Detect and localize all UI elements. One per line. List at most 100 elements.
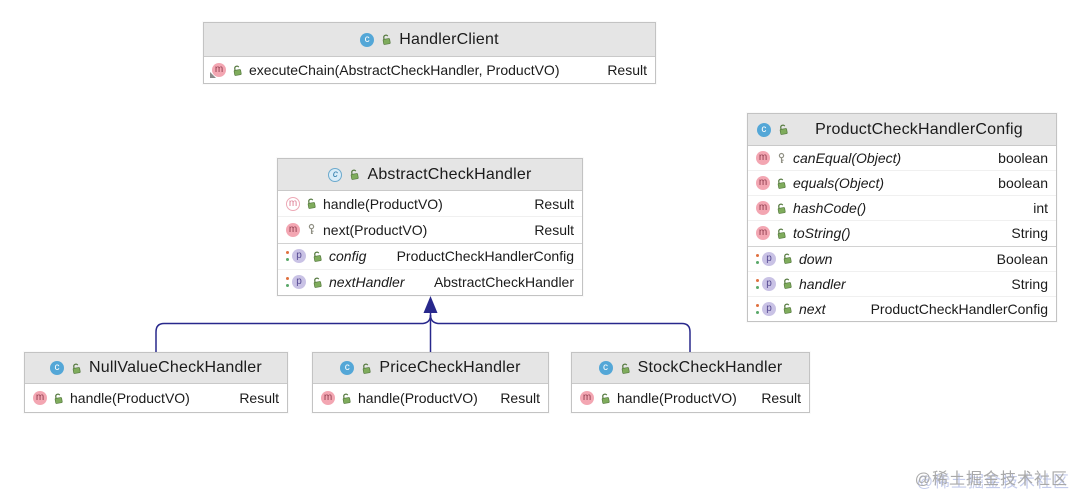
member-signature: down xyxy=(799,250,833,267)
property-icon xyxy=(756,301,776,316)
member-signature: handle(ProductVO) xyxy=(323,195,443,212)
member-row[interactable]: executeChain(AbstractCheckHandler, Produ… xyxy=(204,57,655,83)
member-signature: config xyxy=(329,248,367,265)
member-signature: handler xyxy=(799,275,846,292)
member-type: String xyxy=(1011,225,1048,242)
public-lock-icon xyxy=(621,363,630,374)
member-signature: handle(ProductVO) xyxy=(617,390,737,406)
member-row[interactable]: hashCode() int xyxy=(748,195,1056,221)
public-lock-icon xyxy=(313,251,322,262)
member-type: Result xyxy=(607,62,647,78)
method-icon xyxy=(756,151,770,166)
member-type: boolean xyxy=(998,175,1048,192)
member-signature: next(ProductVO) xyxy=(323,221,428,238)
public-lock-icon xyxy=(313,277,322,288)
inheritance-arrowhead xyxy=(423,296,438,313)
member-row[interactable]: handle(ProductVO) Result xyxy=(278,191,582,217)
public-lock-icon xyxy=(382,34,391,45)
member-row[interactable]: nextHandler AbstractCheckHandler xyxy=(278,268,582,295)
class-header[interactable]: PriceCheckHandler xyxy=(313,353,548,384)
class-header[interactable]: AbstractCheckHandler xyxy=(278,159,582,191)
member-type: boolean xyxy=(998,150,1048,167)
member-signature: toString() xyxy=(793,225,851,242)
member-type: String xyxy=(1011,275,1048,292)
member-row[interactable]: toString() String xyxy=(748,220,1056,246)
class-header[interactable]: NullValueCheckHandler xyxy=(25,353,287,384)
class-icon xyxy=(598,361,613,375)
class-icon xyxy=(340,361,355,375)
member-row[interactable]: down Boolean xyxy=(748,245,1056,271)
member-signature: next xyxy=(799,300,826,317)
member-type: int xyxy=(1033,200,1048,217)
public-lock-icon xyxy=(783,304,792,315)
protected-key-icon xyxy=(308,224,315,235)
member-type: Boolean xyxy=(996,250,1048,267)
member-row[interactable]: canEqual(Object) boolean xyxy=(748,146,1056,171)
method-icon xyxy=(210,63,226,78)
class-box-stockcheckhandler[interactable]: StockCheckHandler handle(ProductVO) Resu… xyxy=(571,352,810,413)
public-lock-icon xyxy=(363,363,371,374)
public-lock-icon xyxy=(54,393,63,404)
member-type: Result xyxy=(761,390,801,406)
class-title: StockCheckHandler xyxy=(637,359,783,376)
class-box-abstractcheckhandler[interactable]: AbstractCheckHandler handle(ProductVO) R… xyxy=(277,158,583,296)
property-icon xyxy=(756,276,776,291)
member-type: ProductCheckHandlerConfig xyxy=(870,300,1048,317)
class-title: ProductCheckHandlerConfig xyxy=(815,120,1023,138)
class-title: HandlerClient xyxy=(399,30,499,48)
public-lock-icon xyxy=(351,169,360,180)
method-icon xyxy=(580,391,594,405)
property-icon xyxy=(286,249,306,264)
member-signature: canEqual(Object) xyxy=(793,150,902,167)
class-box-nullvaluecheckhandler[interactable]: NullValueCheckHandler handle(ProductVO) … xyxy=(24,352,288,413)
class-box-handlerclient[interactable]: HandlerClient executeChain(AbstractCheck… xyxy=(203,22,656,84)
class-title: AbstractCheckHandler xyxy=(367,165,532,183)
member-signature: equals(Object) xyxy=(793,175,885,192)
member-signature: handle(ProductVO) xyxy=(358,390,478,406)
member-row[interactable]: config ProductCheckHandlerConfig xyxy=(278,242,582,269)
public-lock-icon xyxy=(783,278,792,290)
class-icon xyxy=(50,361,65,375)
member-type: Result xyxy=(534,221,574,238)
class-box-pricecheckhandler[interactable]: PriceCheckHandler handle(ProductVO) Resu… xyxy=(312,352,549,413)
class-header[interactable]: ProductCheckHandlerConfig xyxy=(748,114,1056,146)
method-icon xyxy=(286,222,300,237)
public-lock-icon xyxy=(233,65,242,76)
method-icon xyxy=(33,391,47,405)
member-row[interactable]: handle(ProductVO) Result xyxy=(572,384,809,412)
edge-stock-to-abstract xyxy=(429,314,691,352)
class-header[interactable]: StockCheckHandler xyxy=(572,353,809,384)
member-signature: nextHandler xyxy=(329,274,405,291)
member-row[interactable]: next ProductCheckHandlerConfig xyxy=(748,295,1056,321)
member-type: ProductCheckHandlerConfig xyxy=(396,248,574,265)
class-box-productcheckhandlerconfig[interactable]: ProductCheckHandlerConfig canEqual(Objec… xyxy=(747,113,1057,322)
member-row[interactable]: next(ProductVO) Result xyxy=(278,216,582,243)
member-row[interactable]: handle(ProductVO) Result xyxy=(313,384,548,412)
public-lock-icon xyxy=(783,253,792,264)
class-icon xyxy=(360,32,375,47)
member-signature: handle(ProductVO) xyxy=(70,390,190,406)
member-signature: executeChain(AbstractCheckHandler, Produ… xyxy=(249,62,560,78)
edge-nullvalue-to-abstract xyxy=(155,314,432,352)
abstract-class-icon xyxy=(328,167,343,182)
member-row[interactable]: handle(ProductVO) Result xyxy=(25,384,287,412)
abstract-method-icon xyxy=(286,196,300,211)
class-header[interactable]: HandlerClient xyxy=(204,23,655,57)
member-type: Result xyxy=(239,390,279,406)
method-icon xyxy=(756,226,770,241)
class-title: PriceCheckHandler xyxy=(379,359,521,376)
class-title: NullValueCheckHandler xyxy=(89,359,262,376)
protected-key-icon xyxy=(778,152,785,163)
public-lock-icon xyxy=(779,124,788,135)
member-type: Result xyxy=(534,195,574,212)
member-row[interactable]: equals(Object) boolean xyxy=(748,170,1056,196)
member-type: Result xyxy=(500,390,540,406)
public-lock-icon xyxy=(72,363,81,374)
method-icon xyxy=(756,201,770,216)
member-row[interactable]: handler String xyxy=(748,270,1056,296)
watermark: @稀土掘金技术社区 xyxy=(914,471,1068,488)
member-signature: hashCode() xyxy=(793,200,867,217)
property-icon xyxy=(756,251,776,266)
